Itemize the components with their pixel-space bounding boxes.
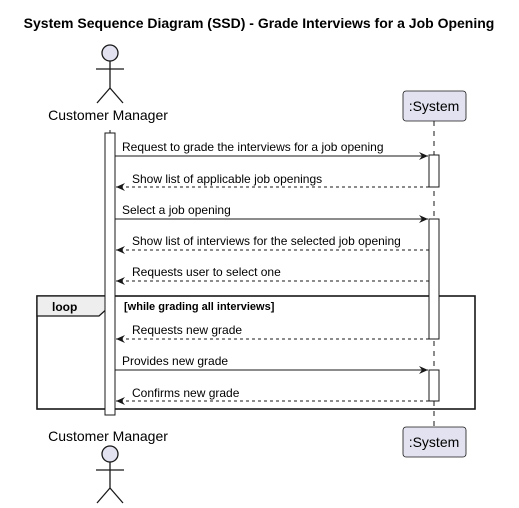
message-1: Request to grade the interviews for a jo… [115, 140, 428, 160]
message-3: Select a job opening [115, 203, 428, 223]
message-6: Requests new grade [116, 323, 429, 343]
message-5: Requests user to select one [116, 265, 429, 285]
diagram-title: System Sequence Diagram (SSD) - Grade In… [24, 15, 495, 31]
message-8: Confirms new grade [116, 386, 429, 405]
message-label-6: Requests new grade [132, 323, 242, 337]
message-label-7: Provides new grade [122, 354, 228, 368]
system-participant-top [402, 90, 467, 122]
message-2: Show list of applicable job openings [116, 172, 429, 191]
actor-label-bottom: Customer Manager [48, 428, 168, 444]
message-7: Provides new grade [115, 354, 428, 374]
actor-bottom-icon [96, 445, 124, 504]
system-activation-3 [428, 369, 440, 402]
system-label-top: :System [409, 98, 460, 114]
system-activation-2 [428, 218, 440, 340]
system-label-bottom: :System [409, 434, 460, 450]
message-label-2: Show list of applicable job openings [132, 172, 322, 186]
system-activation-1 [428, 154, 440, 188]
message-4: Show list of interviews for the selected… [116, 234, 429, 254]
system-participant-bottom [402, 426, 467, 458]
actor-activation [104, 132, 116, 416]
actor-top-icon [96, 44, 124, 104]
message-label-3: Select a job opening [122, 203, 231, 217]
message-label-1: Request to grade the interviews for a jo… [122, 140, 384, 154]
loop-keyword: loop [52, 300, 77, 314]
message-label-4: Show list of interviews for the selected… [132, 234, 401, 248]
loop-frame [36, 295, 476, 410]
loop-condition: [while grading all interviews] [124, 301, 275, 313]
message-label-8: Confirms new grade [132, 386, 240, 400]
message-label-5: Requests user to select one [132, 265, 281, 279]
actor-label-top: Customer Manager [48, 107, 168, 123]
